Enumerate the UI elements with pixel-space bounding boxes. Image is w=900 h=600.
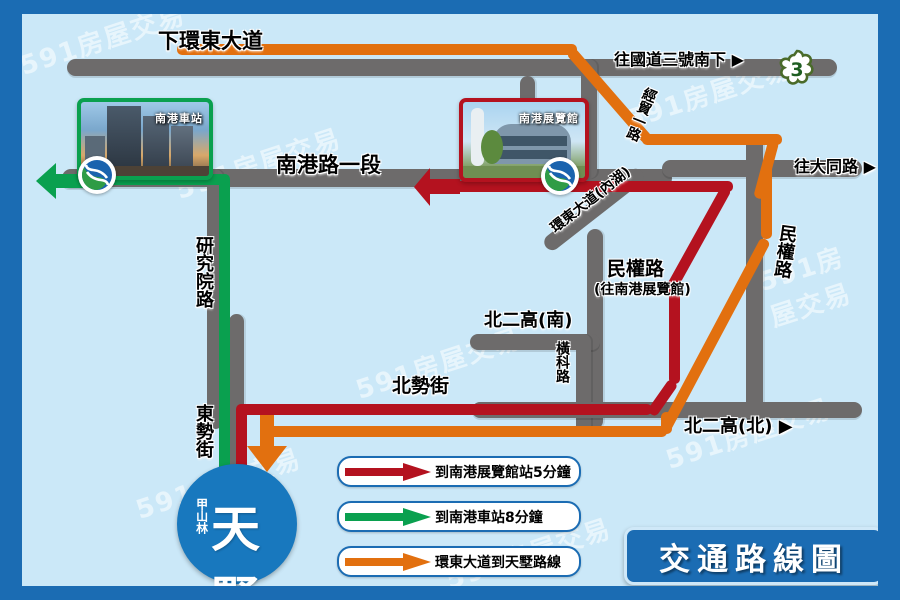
route-red-arrowhead (414, 168, 460, 206)
route-red-v-1 (669, 279, 680, 384)
label-beierkao-north: 北二高(北) ▶ (684, 416, 793, 437)
label-dongshi-st: 東勢街 (193, 404, 214, 458)
project-logo-sub: 甲山林 (194, 498, 209, 534)
legend-label: 環東大道到天墅路線 (435, 554, 561, 571)
legend-arrow-green-icon (345, 507, 431, 526)
route-orange-arrowhead (247, 412, 287, 472)
legend-arrow-orange-icon (345, 552, 431, 571)
project-logo-main: 天墅 (211, 501, 260, 586)
map-canvas: 591房屋交易 591房屋交易 591房屋交易 591房屋交易 591房屋交易 … (22, 14, 878, 586)
route-orange-top-h (177, 44, 577, 55)
map-title-text: 交通路線圖 (659, 541, 849, 578)
road-beierkao-south (470, 334, 600, 350)
route-orange-bottom-h (262, 426, 667, 437)
route-orange-v-2 (661, 412, 672, 434)
legend-arrow-red-icon (345, 462, 431, 481)
metro-logo-icon (78, 156, 116, 194)
label-to-datong-rd: 往大同路 ▶ (794, 157, 876, 176)
route-orange-v-1 (761, 164, 772, 239)
label-minquan-rd-right: 民權路 (770, 222, 799, 280)
legend-row-2[interactable]: 環東大道到天墅路線 (337, 546, 581, 577)
legend-row-1[interactable]: 到南港車站8分鐘 (337, 501, 581, 532)
route-red-top-h (437, 181, 733, 192)
route-orange-h-2 (642, 134, 782, 145)
highway-shield-3: 3 (777, 49, 817, 89)
label-nangang-rd-1: 南港路一段 (276, 153, 381, 177)
metro-logo-icon (541, 157, 579, 195)
shield-number: 3 (790, 59, 803, 81)
photo-caption: 南港展覽館 (519, 112, 579, 125)
project-logo: 甲山林 天墅 (177, 464, 297, 586)
legend-label: 到南港展覽館站5分鐘 (435, 464, 571, 481)
label-hengke-rd: 橫科路 (554, 341, 570, 383)
legend-label: 到南港車站8分鐘 (435, 509, 543, 526)
photo-caption: 南港車站 (155, 112, 203, 125)
route-green-arrowhead (36, 163, 94, 199)
route-red-v-2 (236, 404, 247, 489)
label-beierkao-south: 北二高(南) (484, 310, 573, 331)
road-top-horizontal (67, 59, 837, 76)
legend-row-0[interactable]: 到南港展覽館站5分鐘 (337, 456, 581, 487)
road-minquan-vertical (746, 134, 763, 424)
label-xiahuandong: 下環東大道 (158, 29, 263, 53)
label-yanjiuyuan-rd: 研究院路 (193, 236, 214, 308)
route-red-bottom-h (237, 404, 652, 415)
label-guodao3-south: 往國道三號南下 ▶ (614, 50, 744, 69)
label-minquan-rd-sub: (往南港展覽館) (594, 282, 691, 298)
map-title: 交通路線圖 (624, 527, 878, 585)
label-minquan-rd: 民權路 (607, 258, 665, 280)
road-minquan-mid (587, 229, 603, 429)
road-hengke (576, 334, 591, 434)
label-beishi-st: 北勢街 (392, 375, 450, 397)
route-green-v (219, 174, 230, 484)
